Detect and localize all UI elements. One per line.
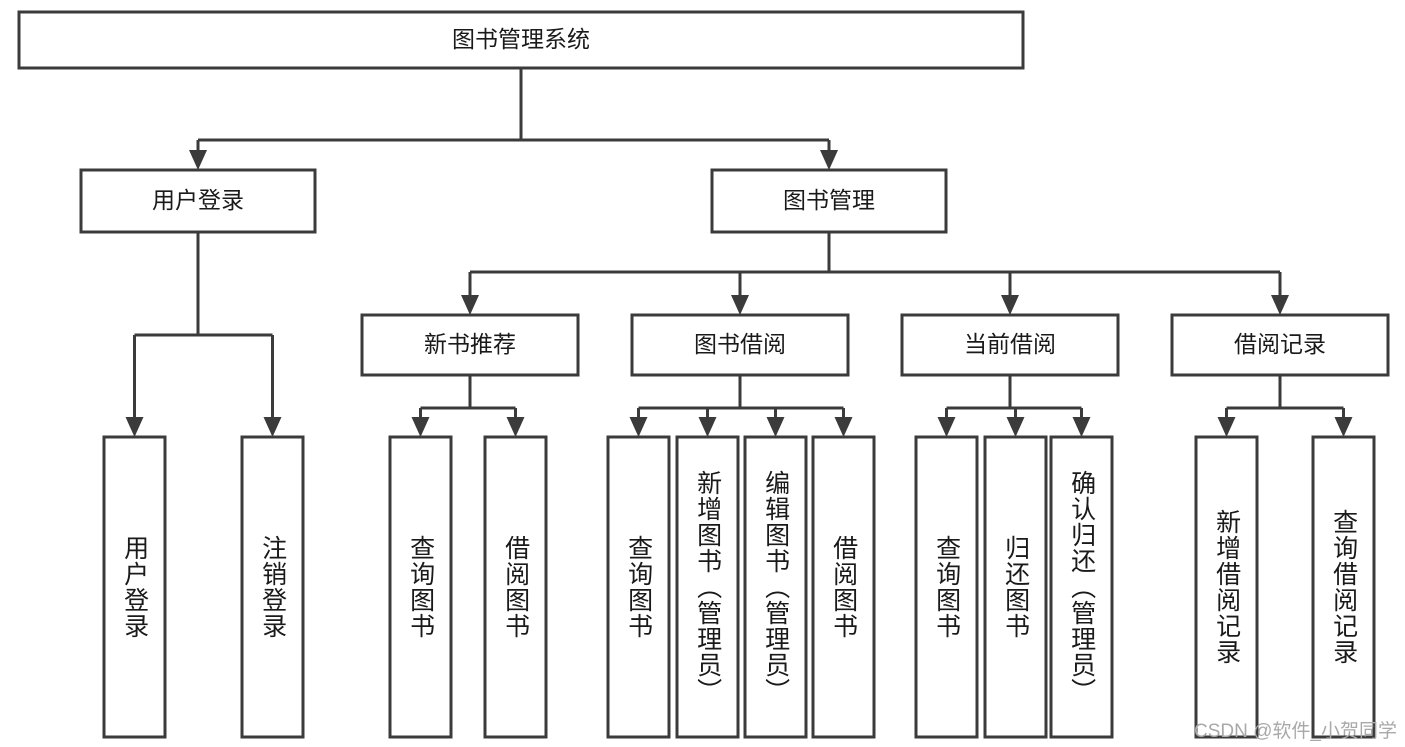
- node-box-new-book-rec[interactable]: [360, 313, 580, 377]
- edge-book-manage-branch-1-arrowhead: [731, 295, 749, 315]
- leaf-box-leaf-borrow-book-2[interactable]: [811, 435, 876, 739]
- edge-user-login-branch-1-arrowhead: [263, 417, 282, 437]
- boxes-layer: [17, 10, 1390, 739]
- node-label-user-login: 用户登录: [152, 187, 244, 213]
- edge-book-manage-branch-2-arrowhead: [1001, 295, 1019, 315]
- edge-user-login-branch-0-arrowhead: [125, 417, 144, 437]
- edge-book-borrow-branch-2-arrowhead: [766, 417, 785, 437]
- edge-current-borrow-branch-0-arrowhead: [937, 417, 956, 437]
- edges-layer: [125, 68, 1353, 437]
- leaf-box-leaf-add-book[interactable]: [675, 435, 740, 739]
- edge-current-borrow-branch-1-arrowhead: [1006, 417, 1025, 437]
- leaf-box-leaf-add-record[interactable]: [1194, 435, 1259, 739]
- leaf-box-leaf-query-book-3[interactable]: [914, 435, 979, 739]
- edge-book-borrow-branch-3-arrowhead: [834, 417, 853, 437]
- node-box-user-login[interactable]: [79, 168, 317, 234]
- node-label-borrow-record: 借阅记录: [1234, 331, 1326, 357]
- watermark-text: CSDN @软件_小贺同学: [1194, 721, 1397, 742]
- node-label-root: 图书管理系统: [452, 26, 590, 52]
- leaf-box-leaf-edit-book[interactable]: [743, 435, 808, 739]
- leaf-box-leaf-query-book-2[interactable]: [606, 435, 671, 739]
- edge-root-branch-1-arrowhead: [820, 150, 838, 170]
- edge-borrow-record-branch-1-arrowhead: [1334, 417, 1353, 437]
- edge-book-borrow-branch-1-arrowhead: [698, 417, 717, 437]
- edge-new-book-rec-branch-1-arrowhead: [506, 417, 525, 437]
- node-box-current-borrow[interactable]: [900, 313, 1120, 377]
- leaf-box-leaf-logout[interactable]: [240, 435, 305, 739]
- node-box-root[interactable]: [17, 10, 1025, 70]
- edge-current-borrow-branch-2-arrowhead: [1072, 417, 1091, 437]
- leaf-box-leaf-return-book[interactable]: [983, 435, 1048, 739]
- edge-book-manage-branch-0-arrowhead: [461, 295, 479, 315]
- edge-book-manage-branch-3-arrowhead: [1271, 295, 1289, 315]
- leaf-box-leaf-borrow-book-1[interactable]: [483, 435, 548, 739]
- node-label-current-borrow: 当前借阅: [964, 331, 1056, 357]
- leaf-box-leaf-query-record[interactable]: [1311, 435, 1376, 739]
- node-label-new-book-rec: 新书推荐: [424, 331, 516, 357]
- node-label-book-manage: 图书管理: [783, 187, 875, 213]
- edge-new-book-rec-branch-0-arrowhead: [411, 417, 430, 437]
- leaf-box-leaf-confirm-return[interactable]: [1049, 435, 1114, 739]
- edge-borrow-record-branch-0-arrowhead: [1217, 417, 1236, 437]
- node-label-book-borrow: 图书借阅: [694, 331, 786, 357]
- edge-book-borrow-branch-0-arrowhead: [629, 417, 648, 437]
- edge-root-branch-0-arrowhead: [189, 150, 207, 170]
- leaf-box-leaf-query-book-1[interactable]: [388, 435, 453, 739]
- leaf-box-leaf-user-login[interactable]: [102, 435, 167, 739]
